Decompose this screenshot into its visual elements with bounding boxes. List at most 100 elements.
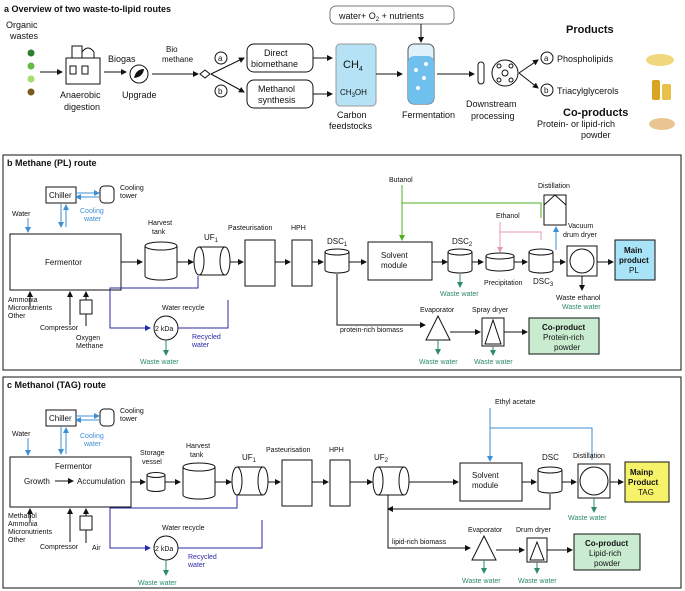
accumulation-label: Accumulation [77,477,125,486]
harvest-c-label-1: Harvest [186,443,210,450]
harvest-tank-c [182,462,216,500]
ethyl-acetate-label: Ethyl acetate [495,399,536,406]
main-product-b-pl: PL [629,266,639,275]
recycled-water-b-1: Recycled [192,334,221,341]
hph-c-label: HPH [329,447,344,454]
phospholipid-powder-icon [646,54,674,66]
spray-dryer-icon [481,317,505,347]
evaporator-c-label: Evaporator [468,527,503,534]
coproduct-b-val-2: powder [554,343,581,352]
phospholipids-label: Phospholipids [557,54,614,64]
carbon-label: Carbon [337,110,367,120]
panel-b-title: b Methane (PL) route [7,158,97,168]
main-product-c-1: Mainp [630,468,653,477]
panel-a-title: a Overview of two waste-to-lipid routes [4,4,171,14]
cooling-tower-b-icon [99,185,115,204]
growth-label: Growth [24,477,50,486]
biomethane-label-2: methane [162,55,194,64]
biomethane-label: biomethane [251,59,298,69]
direct-label: Direct [264,48,288,58]
dsc3-b [528,248,554,274]
harvest-b-label-2: tank [152,229,166,236]
pasteurisation-b [244,239,276,287]
waste-water-recycle-c: Waste water [138,580,177,587]
methanol-c: Methanol [8,513,37,520]
ammonia-b: Ammonia [8,297,38,304]
choice-b: b [218,87,223,96]
organic-wastes-label-1: Organic [6,20,38,30]
hph-b-label: HPH [291,225,306,232]
storage-vessel-c [146,472,166,492]
coproduct-desc-2: powder [581,130,611,140]
waste-ethanol-label: Waste ethanol [556,295,601,302]
precipitation-label: Precipitation [484,280,523,287]
waste-water-evap-b: Waste water [419,359,458,366]
precipitation-tank-b [485,252,515,272]
panel-a: a Overview of two waste-to-lipid routes … [4,4,675,140]
water-recycle-b: Water recycle [162,305,205,312]
coproduct-c-val-1: Lipid-rich [589,549,621,558]
ammonia-c: Ammonia [8,521,38,528]
methanol-label: Methanol [258,84,295,94]
kda-c-label: 2 kDa [155,546,173,553]
products-heading: Products [566,24,614,36]
main-product-b-2: product [619,256,649,265]
downstream-label: Downstream [466,99,517,109]
digestion-label: digestion [64,102,100,112]
waste-water-drum-c: Waste water [518,578,557,585]
processing-label: processing [471,111,515,121]
main-product-tag-box [624,461,670,503]
solvent-c-label-1: Solvent [472,471,499,480]
coproduct-b-heading: Co-product [542,323,585,332]
waste-dots-icon [27,49,35,96]
pasteurisation-b-label: Pasteurisation [228,225,272,232]
solvent-b-label-2: module [381,261,408,270]
spray-dryer-label: Spray dryer [472,307,509,314]
oil-bottles-icon [652,80,671,100]
ch4-label: CH4 [343,59,363,73]
evaporator-c-icon [471,534,497,561]
compressor-c-label: Compressor [40,544,79,551]
cooling-tower-b-label-1: Cooling [120,185,144,192]
synthesis-label: synthesis [258,95,296,105]
upgrade-label: Upgrade [122,90,157,100]
recycled-water-b-2: water [191,342,210,349]
distillation-b-label: Distillation [538,183,570,190]
other-b: Other [8,313,26,320]
organic-wastes-label-2: wastes [9,31,39,41]
fermenter-vessel-icon [407,43,435,105]
ch3oh-label: CH3OH [340,88,367,99]
biomethane-label-1: Bio [166,45,178,54]
storage-label-1: Storage [140,450,165,457]
feedstocks-label: feedstocks [329,121,373,131]
carbon-feedstock-box [335,43,377,107]
protein-biomass-label: protein-rich biomass [340,327,404,334]
fermentor-b-label: Fermentor [45,258,82,267]
waste-water-vacuum: Waste water [562,304,601,311]
dsc3-b-label: DSC3 [533,277,554,288]
coproduct-powder-icon [649,118,675,130]
lipid-biomass-label: lipid-rich biomass [392,539,447,546]
coproduct-b-val-1: Protein-rich [543,333,584,342]
vacuum-drum-dryer-b [566,245,598,277]
coproduct-c-heading: Co-product [585,539,628,548]
water-o2-label: water+ O2 + nutrients [338,11,424,23]
coproduct-protein-box [528,317,600,355]
uf1-c [231,466,269,496]
waste-water-recycle-b: Waste water [140,359,179,366]
uf1-b-label: UF1 [204,233,219,244]
water-o2-box [329,5,455,25]
ethanol-label: Ethanol [496,213,520,220]
compressor-b-icon [79,299,93,315]
dsc1-b [324,248,350,274]
waste-water-dist-c: Waste water [568,515,607,522]
evaporator-b-label: Evaporator [420,307,455,314]
main-product-pl-box [614,239,656,281]
uf1-b [193,246,231,276]
chiller-c-label: Chiller [49,414,72,423]
choice-a: a [218,54,223,63]
cooling-tower-c-label-1: Cooling [120,408,144,415]
other-c: Other [8,537,26,544]
storage-label-2: vessel [142,459,162,466]
